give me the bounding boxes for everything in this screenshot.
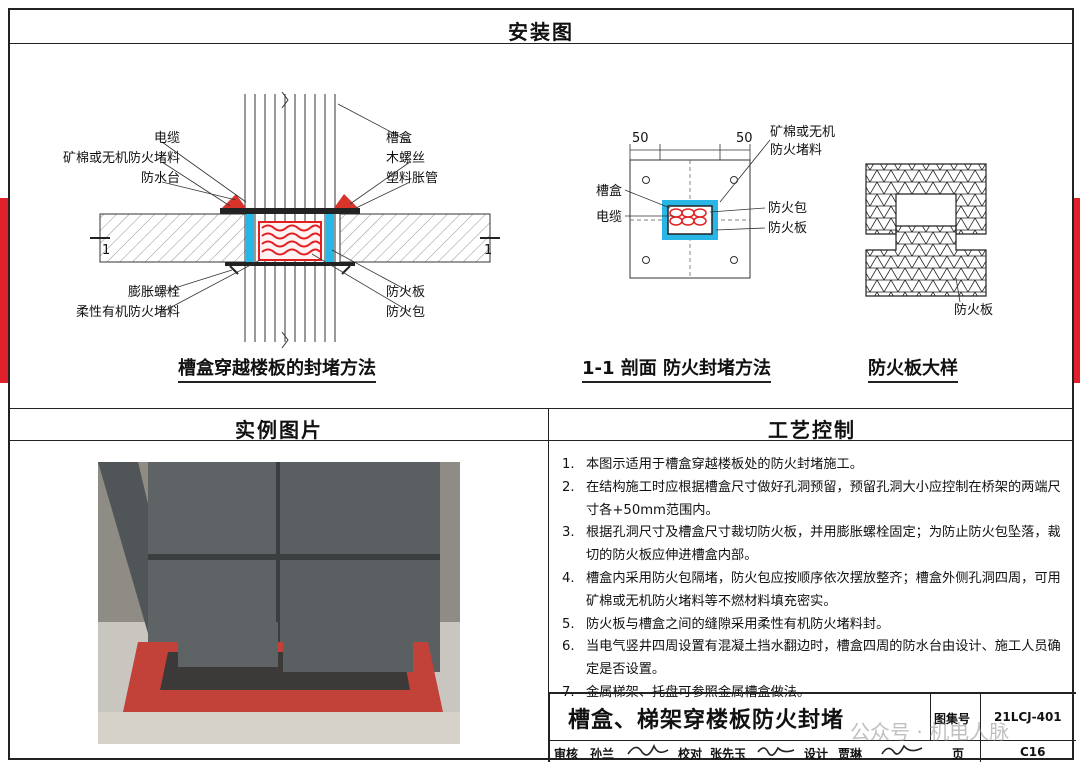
board-upper bbox=[865, 163, 987, 235]
tb-row-divider bbox=[550, 740, 1076, 741]
label-waterproof: 防水台 bbox=[141, 170, 180, 186]
check-label: 校对 bbox=[678, 747, 703, 761]
caption-floor-penetration: 槽盒穿越楼板的封堵方法 bbox=[178, 354, 376, 383]
center-divider bbox=[548, 408, 549, 762]
board-lower bbox=[865, 225, 987, 297]
drawing-fire-board-detail: 防火板 bbox=[865, 163, 993, 318]
review-label: 审核 bbox=[554, 747, 579, 761]
label-cable: 电缆 bbox=[154, 130, 180, 146]
photo-section-title: 实例图片 bbox=[235, 418, 323, 442]
section-label-mineral-1: 矿棉或无机 bbox=[770, 125, 835, 140]
note-item: 3.根据孔洞尺寸及槽盒尺寸裁切防火板，并用膨胀螺栓固定；为防止防火包坠落，裁切的… bbox=[562, 525, 1061, 564]
label-mineral: 矿棉或无机防火堵料 bbox=[63, 150, 180, 166]
right-red-edge bbox=[1071, 198, 1080, 383]
title-block: 槽盒、梯架穿楼板防火封堵 图集号 21LCJ-401 审核 孙兰 校对 张先玉 … bbox=[548, 692, 1076, 762]
dim-right: 50 bbox=[736, 131, 753, 146]
drawing-floor-penetration: 1 1 bbox=[63, 91, 500, 349]
process-notes: 1.本图示适用于槽盒穿越楼板处的防火封堵施工。 2.在结构施工时应根据槽盒尺寸做… bbox=[562, 454, 1062, 705]
label-bag: 防火包 bbox=[386, 304, 425, 320]
install-header: 安装图 bbox=[508, 20, 574, 44]
dim-left: 50 bbox=[632, 131, 649, 146]
checker-name: 张先玉 bbox=[710, 747, 747, 761]
note-item: 5.防火板与槽盒之间的缝隙采用柔性有机防火堵料封。 bbox=[562, 616, 890, 632]
section-fire-bags bbox=[669, 208, 707, 226]
header-divider bbox=[10, 43, 1072, 44]
reviewer-name: 孙兰 bbox=[590, 747, 615, 761]
detail-label-board: 防火板 bbox=[954, 302, 993, 318]
fire-board-left bbox=[246, 214, 254, 264]
slab-left bbox=[99, 213, 251, 263]
label-wood-screw: 木螺丝 bbox=[386, 151, 425, 166]
subhead-divider bbox=[10, 440, 1072, 441]
note-item: 1.本图示适用于槽盒穿越楼板处的防火封堵施工。 bbox=[562, 457, 863, 472]
watermark: 公众号 · 机电人脉 bbox=[850, 720, 1010, 744]
bottom-plate bbox=[225, 262, 355, 266]
caption-fire-board-detail: 防火板大样 bbox=[868, 354, 958, 383]
vertical-trough bbox=[244, 94, 336, 342]
atlas-label: 图集号 bbox=[934, 712, 971, 726]
designer-signature bbox=[881, 744, 923, 755]
section-label-board: 防火板 bbox=[768, 220, 807, 236]
section-label-bag: 防火包 bbox=[768, 200, 807, 216]
process-section-title: 工艺控制 bbox=[768, 418, 856, 442]
waterproof-left bbox=[222, 194, 246, 208]
label-bolt: 膨胀螺栓 bbox=[128, 285, 180, 300]
fire-board-right bbox=[326, 214, 334, 264]
label-trough: 槽盒 bbox=[386, 130, 412, 146]
section-mark-left: 1 bbox=[102, 243, 110, 258]
tb-divider-atlas-value bbox=[980, 694, 981, 762]
label-flexible: 柔性有机防火堵料 bbox=[76, 304, 180, 320]
drawing-section-1-1: 50 50 槽盒 电缆 防火包 防火 bbox=[596, 125, 835, 279]
reviewer-signature bbox=[627, 743, 669, 756]
label-board: 防火板 bbox=[386, 284, 425, 300]
mid-divider bbox=[10, 408, 1072, 409]
checker-signature bbox=[757, 746, 795, 756]
top-plate bbox=[220, 208, 360, 214]
section-label-cable: 电缆 bbox=[596, 209, 622, 225]
slab-right bbox=[339, 213, 491, 263]
note-item: 4.槽盒内采用防火包隔堵，防火包应按顺序依次摆放整齐；槽盒外侧孔洞四周，可用矿棉… bbox=[562, 570, 1061, 609]
left-red-edge bbox=[0, 198, 9, 383]
note-item: 6.当电气竖井四周设置有混凝土挡水翻边时，槽盒四周的防水台由设计、施工人员确定是… bbox=[562, 639, 1061, 678]
photo-illustration bbox=[98, 462, 460, 744]
caption-section-1-1: 1-1 剖面 防火封堵方法 bbox=[582, 354, 772, 383]
section-mark-right: 1 bbox=[484, 243, 492, 258]
page-number: C16 bbox=[1020, 745, 1046, 759]
design-label: 设计 bbox=[804, 747, 829, 761]
page-label: 页 bbox=[952, 747, 965, 761]
tb-divider-atlas bbox=[930, 694, 931, 740]
fire-bags bbox=[258, 221, 322, 261]
section-label-mineral-2: 防火堵料 bbox=[770, 142, 822, 158]
drawing-sheet: 安装图 1 1 bbox=[8, 8, 1076, 762]
designer-name: 贾琳 bbox=[838, 747, 863, 761]
example-photo bbox=[98, 462, 460, 744]
atlas-number: 21LCJ-401 bbox=[994, 710, 1062, 724]
label-plastic-tube: 塑料胀管 bbox=[386, 171, 438, 186]
waterproof-right bbox=[334, 194, 358, 208]
title-block-title: 槽盒、梯架穿楼板防火封堵 bbox=[568, 708, 845, 733]
section-label-trough: 槽盒 bbox=[596, 183, 622, 199]
note-item: 2.在结构施工时应根据槽盒尺寸做好孔洞预留，预留孔洞大小应控制在桥架的两端尺寸各… bbox=[562, 479, 1061, 518]
